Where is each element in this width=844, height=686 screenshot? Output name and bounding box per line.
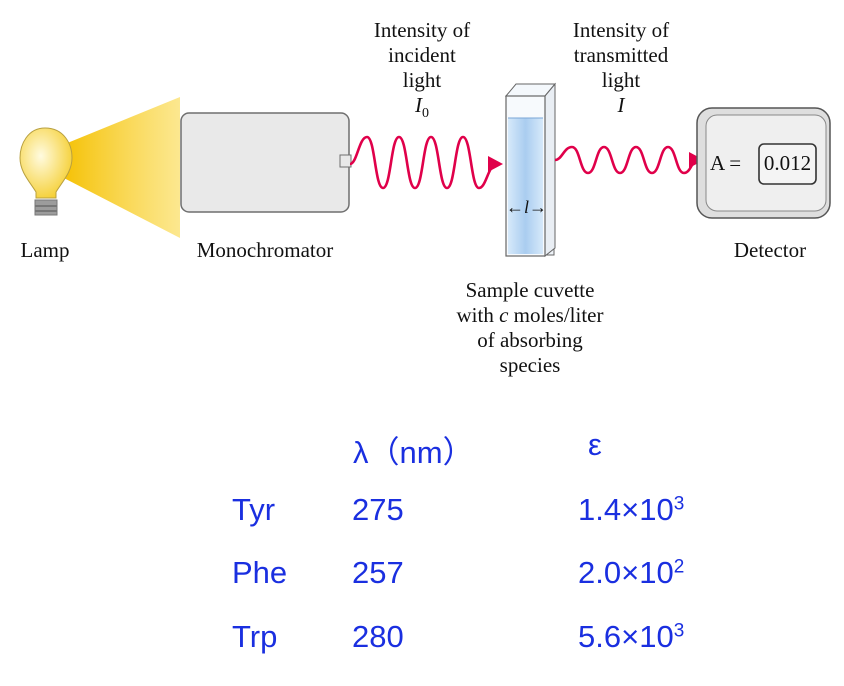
epsilon-exp: 3: [673, 493, 685, 515]
incident-label-line2: incident: [388, 43, 456, 67]
monochromator-box: [180, 112, 350, 213]
cuvette-label: Sample cuvette with c moles/liter of abs…: [435, 278, 625, 378]
cuvette-concentration-var: c: [499, 303, 509, 327]
transmitted-label-line2: transmitted: [573, 43, 669, 67]
transmitted-intensity-symbol: I: [551, 93, 691, 118]
epsilon-value: 1.4×103: [578, 492, 684, 528]
monochromator-label: Monochromator: [196, 238, 334, 262]
incident-light-label: Intensity of incident light I0: [354, 18, 490, 126]
incident-label-line1: Intensity of: [373, 18, 471, 42]
incident-arrowhead: [488, 156, 503, 172]
transmitted-symbol: I: [617, 93, 625, 117]
wavelength-value: 280: [352, 619, 404, 654]
epsilon-value: 5.6×103: [578, 619, 684, 655]
incident-subscript: 0: [422, 106, 429, 122]
epsilon-coef: 2.0×10: [578, 555, 674, 590]
lamp-label: Lamp: [20, 238, 70, 262]
amino-acid-name: Tyr: [232, 492, 276, 527]
cuvette-line2-suffix: moles/liter: [508, 303, 604, 327]
cuvette-label-line1: Sample cuvette: [465, 278, 595, 302]
transmitted-label-line3: light: [601, 68, 641, 92]
lamp-icon: [19, 127, 73, 216]
cuvette-label-line2: with c moles/liter: [435, 303, 625, 328]
epsilon-coef: 1.4×10: [578, 492, 674, 527]
detector-display: [758, 143, 817, 185]
wavelength-value: 275: [352, 492, 404, 527]
detector-reading: 0.012: [763, 151, 812, 175]
incident-label-line3: light: [402, 68, 442, 92]
epsilon-exp: 2: [673, 556, 685, 578]
incident-light-wave: [349, 135, 497, 190]
epsilon-coef: 5.6×10: [578, 619, 674, 654]
wavelength-value: 257: [352, 555, 404, 590]
cuvette-label-line4: species: [499, 353, 561, 377]
amino-acid-name: Trp: [232, 619, 278, 654]
cuvette-label-line3: of absorbing: [477, 328, 583, 352]
amino-acid-name: Phe: [232, 555, 288, 590]
detector-label: Detector: [733, 238, 807, 262]
header-epsilon: ε: [588, 427, 602, 462]
header-wavelength: λ（nm）: [353, 435, 474, 470]
transmitted-light-wave: [554, 145, 697, 175]
sample-cuvette: [504, 82, 557, 258]
cuvette-line2-prefix: with: [456, 303, 500, 327]
diagram-graphics: [19, 82, 831, 258]
light-beam: [60, 97, 180, 238]
transmitted-label-line1: Intensity of: [572, 18, 670, 42]
transmitted-light-label: Intensity of transmitted light I: [551, 18, 691, 118]
detector-display-prefix: A =: [710, 151, 742, 175]
detector: [696, 107, 831, 219]
exit-slit: [339, 154, 352, 168]
incident-symbol: I: [415, 93, 422, 117]
path-length-label: ←l→: [506, 197, 548, 217]
incident-intensity-symbol: I0: [354, 93, 490, 126]
epsilon-value: 2.0×102: [578, 555, 684, 591]
epsilon-exp: 3: [673, 620, 685, 642]
